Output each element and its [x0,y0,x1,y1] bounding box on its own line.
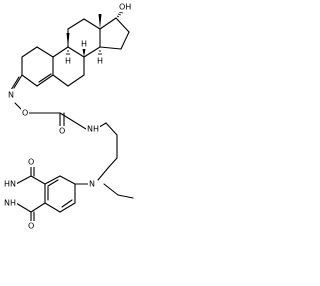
chemical-structure-diagram: OH H H H N O O NH N O HN NH O [3,2,134,231]
methyl-c18-wedge [98,14,102,29]
atom-label-hn: HN [3,178,17,189]
hydrazide-nh-label: NH [4,199,16,208]
amine-n-label: N [89,180,95,189]
ring-d [99,17,130,50]
atom-label-carbonyl-o: O [58,126,66,136]
benzo-ring [44,175,76,213]
h-c14-hash [98,50,102,55]
atom-label-amine-n: N [88,178,96,189]
atom-label-amide-nh: NH [86,124,100,134]
c17-oh-hash [116,11,124,18]
h-c14-label: H [97,57,103,66]
atom-label-oxime-o: O [21,107,29,118]
amide-nh-label: NH [87,125,99,134]
hydrazide-ring [15,165,46,223]
ring-b [52,46,85,87]
atom-label-h-c8: H [81,40,87,49]
atom-label-ring-o-bottom: O [27,221,35,231]
carbonyl-o-label: O [59,127,65,136]
atom-label-h-c9: H [65,57,71,66]
ring-o-top-label: O [28,158,34,167]
h-c9-hash [66,50,70,55]
hydroxyl-label: OH [119,3,131,12]
n-ethyl [74,183,134,199]
oxime-n-label: N [8,91,14,100]
ring-a [21,46,54,87]
methyl-c19-wedge [66,33,70,47]
atom-label-nh: NH [3,198,17,208]
h-c8-wedge [82,49,86,57]
oxime-linker [10,74,118,181]
atom-label-oxime-n: N [7,89,15,100]
h-c8-label: H [81,40,87,49]
atom-label-ring-o-top: O [27,157,35,167]
atom-label-h-c14: H [97,57,103,66]
hydrazide-hn-label: HN [4,180,16,189]
oxime-o-label: O [22,109,28,118]
atom-label-oh: OH [118,2,134,12]
ring-o-bottom-label: O [28,222,34,231]
h-c9-label: H [65,57,71,66]
